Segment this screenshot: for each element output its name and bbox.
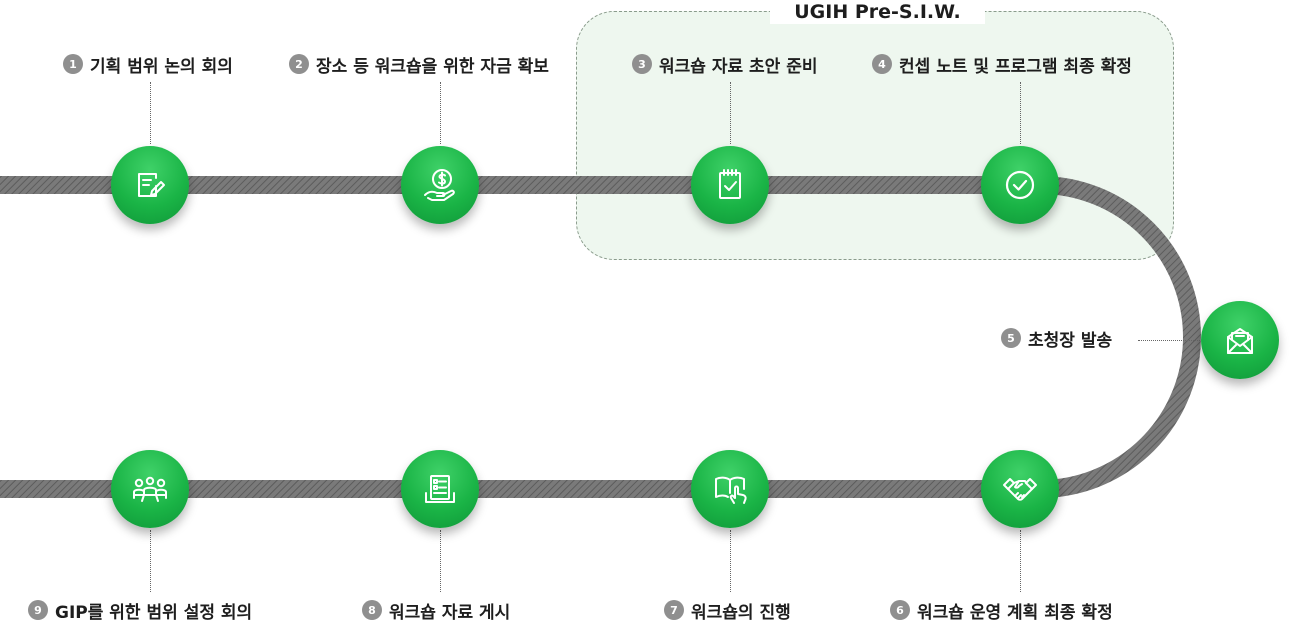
step-4-node bbox=[981, 146, 1059, 224]
step-4-badge: 4 bbox=[872, 54, 892, 74]
step-8-node bbox=[401, 450, 479, 528]
step-9-text: GIP를 위한 범위 설정 회의 bbox=[55, 602, 253, 623]
step-3-badge: 3 bbox=[632, 54, 652, 74]
step-8-text: 워크숍 자료 게시 bbox=[389, 602, 511, 623]
connector-line-5 bbox=[1138, 340, 1200, 341]
step-4-label: 4 컨셉 노트 및 프로그램 최종 확정 bbox=[872, 52, 1132, 77]
check-circle-icon bbox=[1005, 170, 1035, 200]
step-9-label: 9 GIP를 위한 범위 설정 회의 bbox=[28, 598, 253, 623]
handshake-icon bbox=[1003, 478, 1037, 501]
step-4-text: 컨셉 노트 및 프로그램 최종 확정 bbox=[899, 56, 1132, 77]
step-1-badge: 1 bbox=[63, 54, 83, 74]
step-1-text: 기획 범위 논의 회의 bbox=[90, 56, 233, 77]
step-9-node bbox=[111, 450, 189, 528]
connector-line-4 bbox=[1020, 82, 1021, 144]
envelope-letter-icon bbox=[1227, 328, 1253, 354]
connector-line-8 bbox=[440, 530, 441, 592]
step-5-badge: 5 bbox=[1001, 328, 1021, 348]
step-6-node bbox=[981, 450, 1059, 528]
step-2-badge: 2 bbox=[289, 54, 309, 74]
connector-line-1 bbox=[150, 82, 151, 144]
step-6-badge: 6 bbox=[890, 600, 910, 620]
notepad-check-icon bbox=[719, 169, 741, 199]
connector-line-3 bbox=[730, 82, 731, 144]
dollar-hand-icon bbox=[424, 169, 455, 201]
step-7-badge: 7 bbox=[664, 600, 684, 620]
step-5-label: 5 초청장 발송 bbox=[1001, 326, 1113, 351]
step-5-node bbox=[1201, 301, 1279, 379]
connector-line-6 bbox=[1020, 530, 1021, 592]
step-8-badge: 8 bbox=[362, 600, 382, 620]
connector-line-2 bbox=[440, 82, 441, 144]
step-3-label: 3 워크숍 자료 초안 준비 bbox=[632, 52, 818, 77]
connector-line-7 bbox=[730, 530, 731, 592]
meeting-people-icon bbox=[133, 476, 167, 502]
step-7-text: 워크숍의 진행 bbox=[691, 602, 791, 623]
step-7-node bbox=[691, 450, 769, 528]
step-3-text: 워크숍 자료 초안 준비 bbox=[659, 56, 818, 77]
step-9-badge: 9 bbox=[28, 600, 48, 620]
step-5-text: 초청장 발송 bbox=[1028, 330, 1113, 351]
step-6-label: 6 워크숍 운영 계획 최종 확정 bbox=[890, 598, 1113, 623]
step-1-label: 1 기획 범위 논의 회의 bbox=[63, 52, 233, 77]
step-7-label: 7 워크숍의 진행 bbox=[664, 598, 791, 623]
step-2-label: 2 장소 등 워크숍을 위한 자금 확보 bbox=[289, 52, 549, 77]
step-6-text: 워크숍 운영 계획 최종 확정 bbox=[917, 602, 1113, 623]
step-2-text: 장소 등 워크숍을 위한 자금 확보 bbox=[316, 56, 549, 77]
pre-siw-group-box bbox=[576, 11, 1174, 260]
document-pen-icon bbox=[138, 173, 165, 197]
step-1-node bbox=[111, 146, 189, 224]
connector-line-9 bbox=[150, 530, 151, 592]
document-list-icon bbox=[425, 475, 455, 503]
step-3-node bbox=[691, 146, 769, 224]
step-8-label: 8 워크숍 자료 게시 bbox=[362, 598, 511, 623]
step-2-node bbox=[401, 146, 479, 224]
book-pointer-icon bbox=[715, 476, 747, 504]
group-title: UGIH Pre-S.I.W. bbox=[770, 0, 985, 24]
